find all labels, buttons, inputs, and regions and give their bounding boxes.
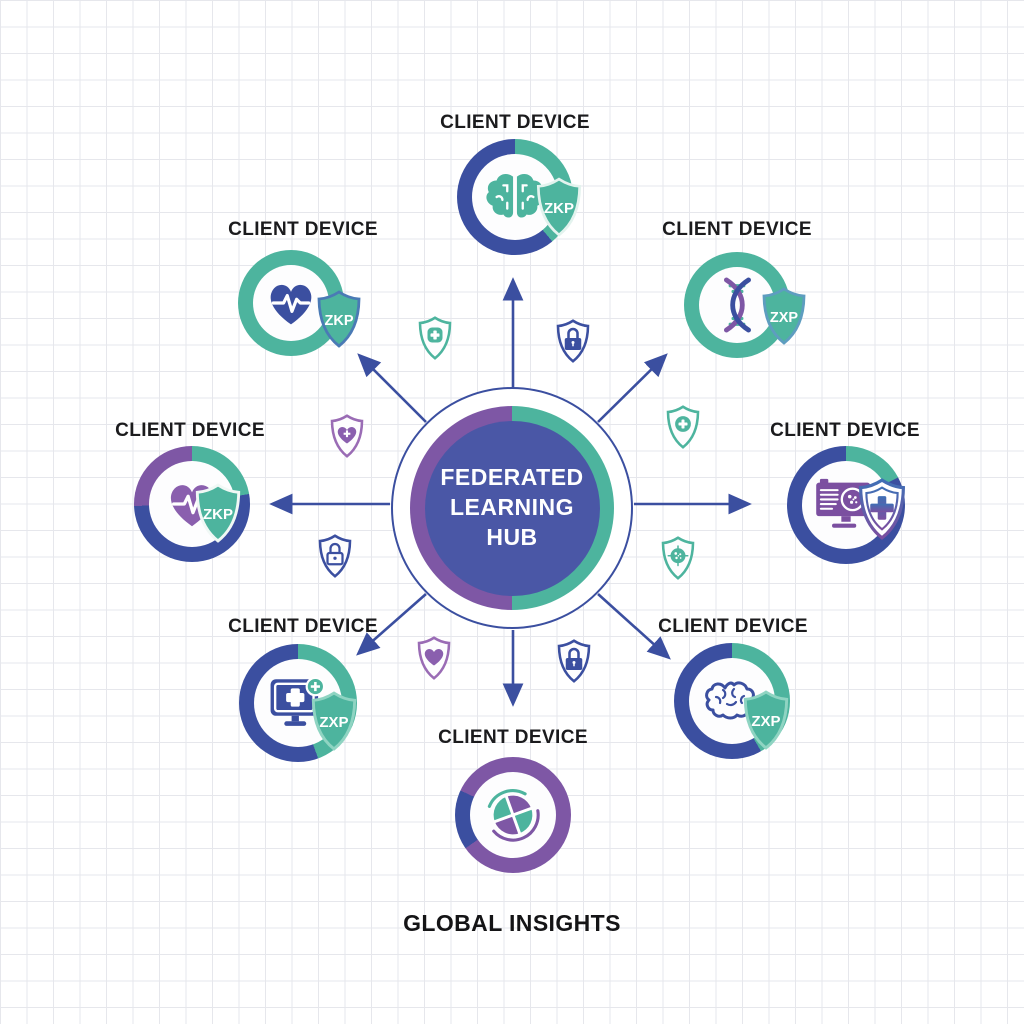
arrow-northeast — [597, 353, 668, 423]
shield-pathogen-icon — [661, 536, 695, 580]
client-label-bottom: CLIENT DEVICE — [438, 727, 588, 748]
client-label-bottom-left: CLIENT DEVICE — [228, 616, 378, 637]
client-label-left: CLIENT DEVICE — [115, 420, 265, 441]
zkp-badge-text: ZKP — [544, 200, 574, 217]
global-insights-label: GLOBAL INSIGHTS — [403, 910, 621, 936]
zkp-badge-text: ZXP — [770, 310, 799, 326]
hub-core: FEDERATED LEARNING HUB — [424, 420, 600, 596]
client-node-top-left — [238, 250, 344, 356]
pie-chart-icon — [487, 789, 540, 842]
shield-lock-outline-icon — [318, 534, 352, 578]
zkp-shield-badge-bottom-left: ZXP — [311, 691, 357, 751]
zkp-shield-badge-top: ZKP — [536, 177, 582, 237]
client-label-top-right: CLIENT DEVICE — [662, 219, 812, 240]
hub-split-ring: FEDERATED LEARNING HUB — [410, 406, 614, 610]
hub-label: FEDERATED LEARNING HUB — [440, 464, 584, 550]
zkp-badge-text: ZXP — [319, 714, 348, 731]
zkp-badge-text: ZKP — [325, 313, 354, 329]
heart-pulse-icon — [270, 284, 312, 325]
shield-lock-icon — [557, 639, 591, 683]
client-label-bottom-right: CLIENT DEVICE — [658, 616, 808, 637]
client-label-top-left: CLIENT DEVICE — [228, 219, 378, 240]
zkp-shield-badge-top-left: ZKP — [317, 290, 361, 348]
shield-medical-plus-circle-icon — [666, 405, 700, 449]
monitor-medical-icon — [270, 676, 326, 726]
client-label-right: CLIENT DEVICE — [770, 420, 920, 441]
zkp-shield-badge-left: ZKP — [195, 483, 241, 543]
client-label-top: CLIENT DEVICE — [440, 112, 590, 133]
zkp-badge-text: ZXP — [751, 713, 780, 730]
brain-icon — [486, 173, 544, 218]
zkp-badge-text: ZKP — [203, 506, 233, 523]
federated-learning-hub: FEDERATED LEARNING HUB — [391, 387, 633, 629]
shield-heart-icon — [417, 636, 451, 680]
client-node-top-right — [684, 252, 790, 358]
arrow-northwest — [357, 353, 427, 423]
dna-icon — [723, 277, 751, 333]
client-node-bottom — [455, 757, 571, 873]
monitor-pathogen-icon — [816, 478, 871, 528]
brain-outline-icon — [705, 681, 755, 720]
medical-cross-shield-badge-right — [858, 478, 906, 540]
shield-medical-plus-icon — [418, 316, 452, 360]
zkp-shield-badge-top-right: ZXP — [762, 287, 806, 345]
shield-heart-plus-icon — [330, 414, 364, 458]
shield-lock-icon — [556, 319, 590, 363]
zkp-shield-badge-bottom-right: ZXP — [743, 690, 789, 750]
medical-cross-icon — [870, 496, 894, 520]
